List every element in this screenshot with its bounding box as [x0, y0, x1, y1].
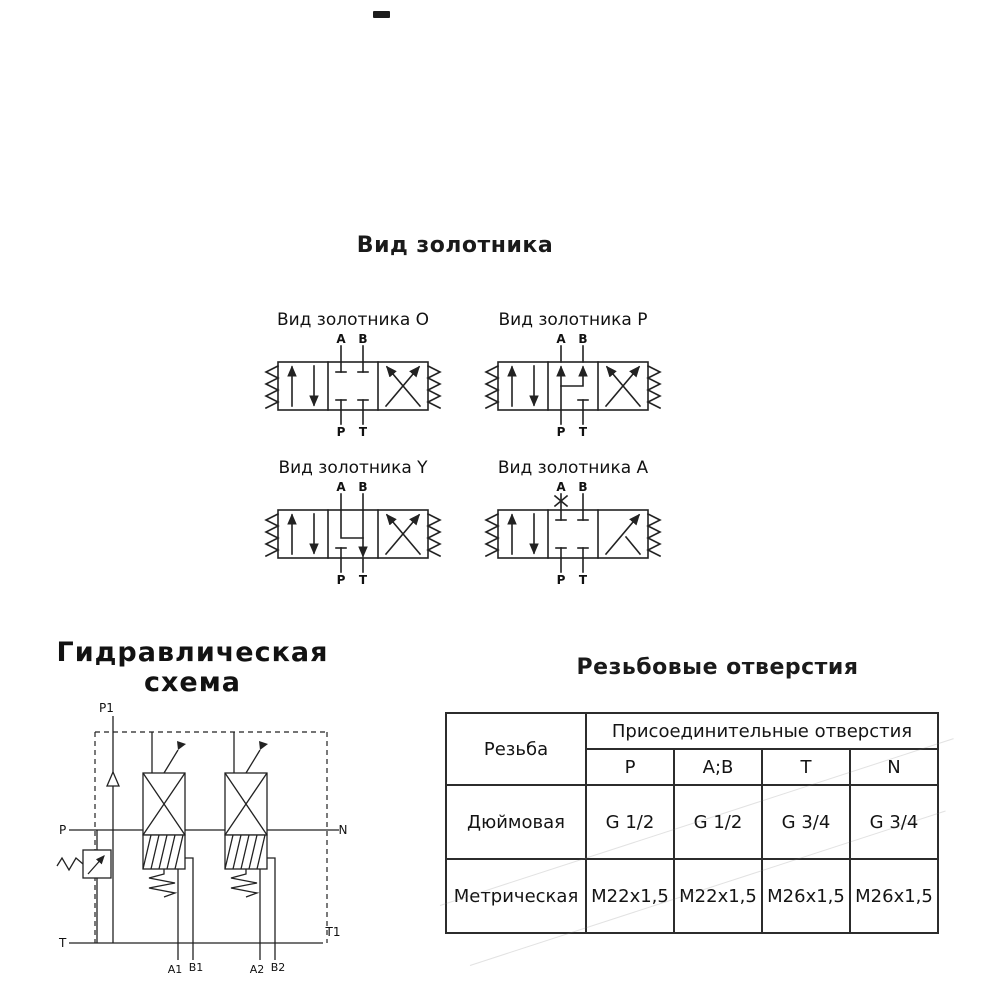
- valve-a-block: Вид золотника A A B P T: [462, 458, 684, 586]
- port-b-label: B: [358, 332, 367, 346]
- table-row: Дюймовая G 1/2 G 1/2 G 3/4 G 3/4: [445, 784, 939, 860]
- valve-p-diagram: A B P T: [483, 332, 662, 438]
- scheme-lines: [69, 716, 339, 944]
- relief-valve: [56, 849, 112, 879]
- spring-right: [425, 364, 442, 410]
- scheme-boundary: [94, 731, 328, 943]
- cell: G 3/4: [849, 784, 939, 860]
- port-t-label: T: [578, 425, 587, 438]
- valve-y-block: Вид золотника Y A B P T: [242, 458, 464, 586]
- label-b2: B2: [271, 961, 286, 974]
- port-t-label: T: [358, 425, 367, 438]
- label-t: T: [58, 936, 67, 950]
- cell: M22x1,5: [673, 858, 763, 934]
- spring-left: [483, 512, 500, 558]
- port-a-label: A: [556, 332, 566, 346]
- cell: M22x1,5: [585, 858, 675, 934]
- port-t-label: T: [578, 573, 587, 586]
- hatch: [224, 834, 266, 870]
- cell: M26x1,5: [761, 858, 851, 934]
- label-b1: B1: [189, 961, 204, 974]
- thread-table: Резьба Присоединительные отверстия P A;B…: [445, 712, 939, 934]
- port-header-ab: A;B: [673, 748, 763, 786]
- port-header-n: N: [849, 748, 939, 786]
- spring-right: [645, 512, 662, 558]
- port-header-t: T: [761, 748, 851, 786]
- port-p-label: P: [336, 573, 345, 586]
- valve-y-title: Вид золотника Y: [278, 458, 428, 478]
- valve-o-block: Вид золотника O A B P T: [242, 310, 464, 438]
- label-p: P: [59, 823, 66, 837]
- valve-a-diagram: A B P T: [483, 480, 662, 586]
- cell: G 3/4: [761, 784, 851, 860]
- spring-left: [263, 364, 280, 410]
- valve-body: [483, 345, 662, 425]
- label-p1: P1: [99, 701, 114, 715]
- hydraulic-scheme-diagram: P1 P N T T1 A1 B1 A2 B2: [56, 701, 348, 976]
- lever-flag-icon: [259, 741, 268, 750]
- hatch: [142, 834, 184, 870]
- row-label: Дюймовая: [445, 784, 587, 860]
- valve-body: [263, 345, 442, 425]
- lever-icon: [245, 749, 261, 774]
- valve-p-title: Вид золотника P: [498, 310, 648, 330]
- label-n: N: [339, 823, 348, 837]
- cell: G 1/2: [585, 784, 675, 860]
- threads-section-title: Резьбовые отверстия: [576, 655, 859, 680]
- port-a-label: A: [556, 480, 566, 494]
- port-b-label: B: [578, 480, 587, 494]
- spool-section-title: Вид золотника: [356, 233, 554, 258]
- port-p-label: P: [336, 425, 345, 438]
- valve-o-diagram: A B P T: [263, 332, 442, 438]
- valve-y-diagram: A B P T: [263, 480, 442, 586]
- port-b-label: B: [358, 480, 367, 494]
- port-b-label: B: [578, 332, 587, 346]
- relief-spring: [56, 856, 84, 872]
- spring: [148, 869, 178, 898]
- spring-left: [263, 512, 280, 558]
- port-p-label: P: [556, 425, 565, 438]
- valve-a-title: Вид золотника A: [497, 458, 649, 478]
- spool-section-1: [142, 741, 194, 960]
- hydraulic-title-line1: Гидравлическая: [56, 637, 329, 668]
- spring-left: [483, 364, 500, 410]
- valve-p-block: Вид золотника P A B P T: [462, 310, 684, 438]
- spring-right: [645, 364, 662, 410]
- port-p-label: P: [556, 573, 565, 586]
- label-a2: A2: [250, 963, 265, 976]
- spool-section-2: [224, 741, 276, 960]
- port-a-label: A: [336, 332, 346, 346]
- cell: G 1/2: [673, 784, 763, 860]
- lever-flag-icon: [177, 741, 186, 750]
- valve-body: [483, 493, 662, 573]
- port-a-label: A: [336, 480, 346, 494]
- table-row: Метрическая M22x1,5 M22x1,5 M26x1,5 M26x…: [445, 858, 939, 934]
- port-t-label: T: [358, 573, 367, 586]
- hydraulic-title-line2: схема: [143, 667, 242, 699]
- label-t1: T1: [325, 925, 341, 939]
- row-label: Метрическая: [445, 858, 587, 934]
- check-valve: [106, 770, 120, 787]
- hydraulic-section-title: Гидравлическая схема: [40, 637, 345, 699]
- thread-col-header: Резьба: [445, 712, 587, 786]
- spring-right: [425, 512, 442, 558]
- valve-body: [263, 493, 442, 573]
- holes-col-header: Присоединительные отверстия: [585, 712, 939, 750]
- label-a1: A1: [168, 963, 183, 976]
- spring: [230, 869, 260, 898]
- port-header-p: P: [585, 748, 675, 786]
- blocked-port-x: [553, 494, 568, 508]
- lever-icon: [163, 749, 179, 774]
- valve-o-title: Вид золотника O: [276, 310, 430, 330]
- cell: M26x1,5: [849, 858, 939, 934]
- logo-mark: [373, 11, 390, 18]
